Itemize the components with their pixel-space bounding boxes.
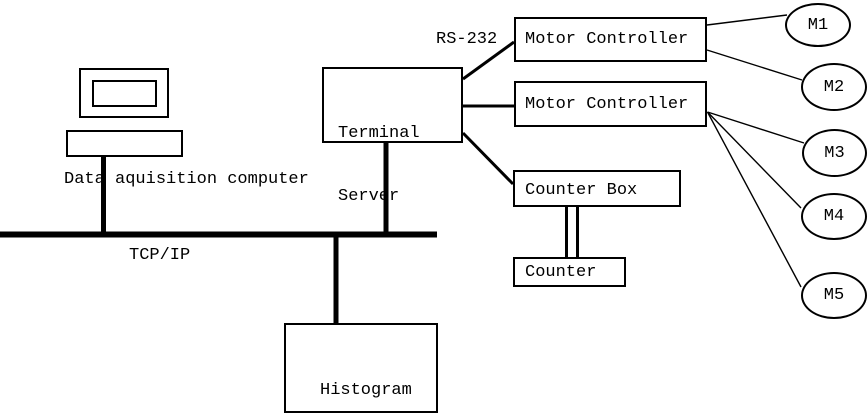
motor-m4-node: M4 [801,193,867,240]
motor-controller-2-to-m3-line [707,111,805,144]
motor-m4-label: M4 [823,207,845,226]
motor-m2-label: M2 [823,77,845,97]
terminal-server-label-line1: Terminal [338,124,420,143]
motor-controller-1-label: Motor Controller [525,30,689,49]
motor-m2-node: M2 [801,63,867,111]
motor-controller-2-node: Motor Controller [514,81,707,127]
motor-controller-1-to-m2-line [706,49,803,81]
computer-caption-label: Data aquisition computer [64,170,309,189]
monitor-screen-icon [92,80,157,107]
motor-controller-1-to-m1-line [706,14,788,26]
motor-m5-node: M5 [801,272,867,319]
histogram-memory-label-line1: Histogram [320,381,412,400]
terminal-server-to-counter-box-line [461,131,515,186]
counter-node: Counter [513,257,626,287]
motor-controller-2-to-m4-line [706,111,802,209]
motor-m5-label: M5 [823,286,845,305]
rs232-label: RS-232 [436,30,498,49]
counter-box-label: Counter Box [525,181,638,200]
motor-controller-2-to-m5-line [706,111,802,288]
motor-m3-label: M3 [824,143,845,163]
motor-m3-node: M3 [802,129,867,177]
motor-controller-2-label: Motor Controller [525,94,689,114]
keyboard-icon [66,130,183,157]
histogram-memory-node: Histogram Memory [284,323,438,413]
motor-m1-node: M1 [785,3,851,47]
terminal-server-label-line2: Server [338,187,400,206]
terminal-server-node: Terminal Server [322,67,463,206]
tcpip-label: TCP/IP [129,246,191,265]
motor-m1-label: M1 [807,15,829,35]
counter-label: Counter [525,262,597,282]
motor-controller-1-node: Motor Controller [514,17,707,62]
counter-box-node: Counter Box [513,170,681,207]
